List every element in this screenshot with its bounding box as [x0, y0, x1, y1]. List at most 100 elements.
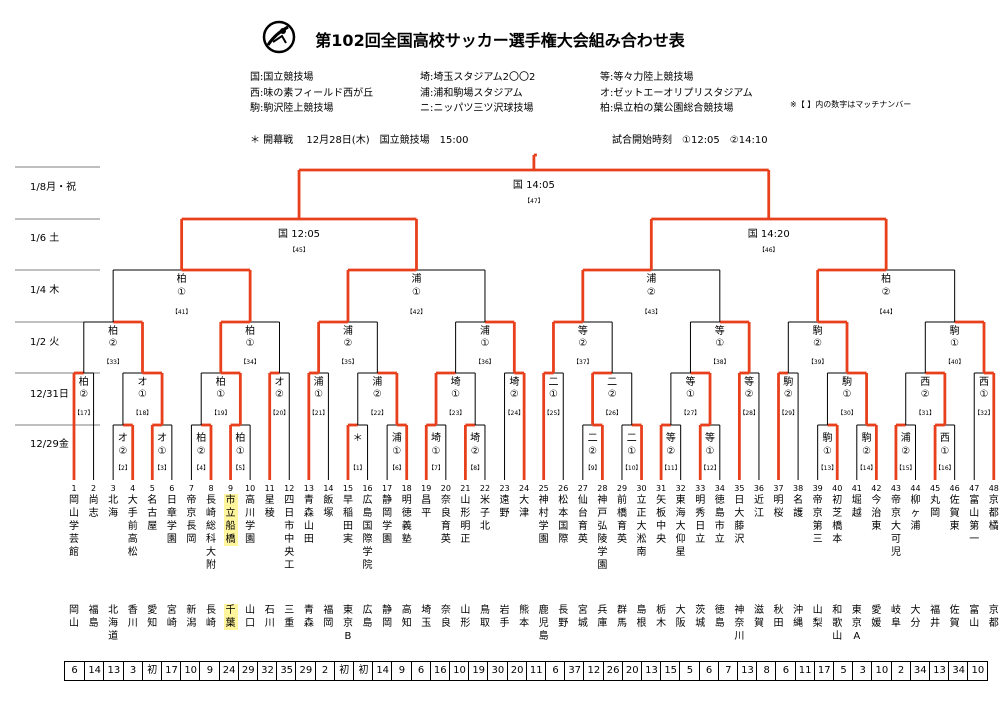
team-number: 38: [792, 484, 804, 493]
team-number: 2: [91, 484, 97, 493]
first-round-venue: 埼: [470, 431, 480, 444]
team-name: 神戸弘陵学園: [597, 495, 608, 571]
team-prefecture: 群馬: [616, 605, 627, 629]
team-number: 9: [228, 484, 234, 493]
team-prefecture: 香川: [127, 605, 138, 629]
team-name: 初芝橋本: [832, 495, 843, 545]
team-number: 32: [675, 484, 686, 493]
second-round-venue: 埼: [509, 375, 519, 388]
team-prefecture: 滋賀: [753, 605, 764, 629]
team-name: 奈良育英: [440, 495, 451, 545]
team-number: 1: [71, 484, 77, 493]
first-round-venue: 西: [940, 433, 950, 444]
team-prefecture: 埼玉: [421, 605, 432, 629]
team-name: 静岡学園: [382, 495, 393, 545]
team-prefecture: 鳥取: [479, 605, 490, 629]
first-round-venue: 二: [588, 433, 598, 444]
quarterfinal-venue: 浦: [646, 272, 656, 285]
first-round-venue: 浦: [901, 431, 911, 444]
appearance-count-cell: 19: [468, 662, 488, 680]
quarterfinal-slot: ①: [412, 287, 421, 298]
team-name: 長崎総科大附: [205, 495, 216, 571]
team-prefecture: 山形: [460, 605, 471, 629]
team-number: 35: [734, 484, 745, 493]
appearance-count-cell: 3: [122, 662, 143, 680]
first-round-venue: 二: [627, 433, 637, 444]
semifinal-venue: 国 12:05: [278, 228, 320, 240]
team-number: 24: [519, 484, 530, 493]
round-label-final: 1/8月・祝: [30, 182, 77, 193]
team-name: 大津: [519, 495, 530, 519]
team-name: 堀越: [851, 495, 862, 519]
team-prefecture: 宮城: [577, 605, 588, 629]
appearance-count-cell: 13: [737, 662, 757, 680]
team-name: 前橋育英: [616, 495, 627, 545]
team-prefecture: 大阪: [675, 605, 686, 629]
team-name: 日章学園: [166, 495, 177, 545]
team-number: 36: [753, 484, 765, 493]
team-prefecture: 岐阜: [890, 605, 901, 629]
team-number: 26: [558, 484, 569, 493]
first-round-venue: オ: [118, 432, 128, 444]
round-of-16-slot: ②: [343, 338, 352, 349]
quarterfinal-slot: ②: [647, 287, 656, 298]
team-number: 12: [284, 484, 295, 493]
first-round-slot: ②: [666, 446, 675, 457]
first-round-match-number: 【8】: [467, 465, 483, 472]
quarterfinal-venue: 柏: [177, 272, 187, 285]
second-round-slot: ①: [686, 389, 695, 400]
appearance-count-cell: 5: [679, 662, 699, 680]
first-round-venue: 等: [666, 431, 676, 444]
quarterfinal-slot: ②: [882, 287, 891, 298]
round-label-semifinal: 1/6 土: [30, 233, 60, 244]
second-round-venue: 浦: [372, 375, 382, 388]
appearance-count-cell: 10: [871, 662, 891, 680]
second-round-match-number: 【30】: [837, 410, 857, 417]
first-round-match-number: 【9】: [585, 465, 601, 472]
team-prefecture: 茨城: [695, 605, 706, 629]
first-round-match-number: 【6】: [389, 465, 405, 472]
appearance-count-cell: 10: [967, 662, 987, 680]
team-name: 今治東: [871, 495, 882, 532]
team-prefecture: 長野: [558, 605, 569, 629]
venue-legend-item: 埼:埼玉スタジアム2〇〇2: [420, 72, 536, 83]
team-number: 5: [149, 484, 155, 493]
first-round-match-number: 【14】: [857, 465, 877, 472]
team-name: 矢板中央: [656, 495, 667, 545]
semifinal-match-number: 【45】: [289, 247, 309, 254]
second-round-venue: 駒: [842, 376, 852, 388]
team-prefecture: 岩手: [499, 605, 510, 629]
round-of-16-match-number: 【34】: [240, 359, 260, 366]
round-of-16-slot: ①: [480, 338, 489, 349]
second-round-slot: ②: [921, 389, 930, 400]
team-name: 明徳義塾: [401, 495, 412, 545]
second-round-slot: ①: [138, 389, 147, 400]
second-round-venue: 等: [685, 375, 695, 388]
team-name: 立正大淞南: [636, 495, 647, 558]
second-round-match-number: 【17】: [74, 410, 94, 417]
first-round-slot: ①: [158, 446, 167, 457]
team-prefecture: 愛知: [147, 605, 158, 629]
second-round-slot: ①: [843, 389, 852, 400]
team-name: 岡山学芸館: [69, 495, 79, 558]
round-label-quarterfinal: 1/4 木: [30, 285, 60, 296]
venue-legend-item: 駒:駒沢陸上競技場: [250, 103, 334, 114]
first-round-slot: ②: [588, 446, 597, 457]
team-number: 17: [382, 484, 393, 493]
first-round-slot: ②: [118, 446, 127, 457]
team-number: 21: [460, 484, 471, 493]
team-number: 34: [714, 484, 725, 493]
team-name: 日大藤沢: [734, 495, 745, 545]
round-of-16-venue: 浦: [480, 324, 490, 337]
appearance-count-cell: 6: [71, 665, 78, 676]
team-number: 37: [773, 484, 784, 493]
team-name: 遠野: [499, 495, 510, 519]
first-round-match-number: 【13】: [818, 465, 838, 472]
team-name: 神村学園: [538, 495, 549, 545]
team-name: 柳ヶ浦: [910, 495, 921, 532]
team-number: 18: [401, 484, 412, 493]
first-round-match-number: 【7】: [428, 465, 444, 472]
team-number: 47: [969, 484, 980, 493]
appearance-count-cell: 14: [84, 662, 104, 680]
